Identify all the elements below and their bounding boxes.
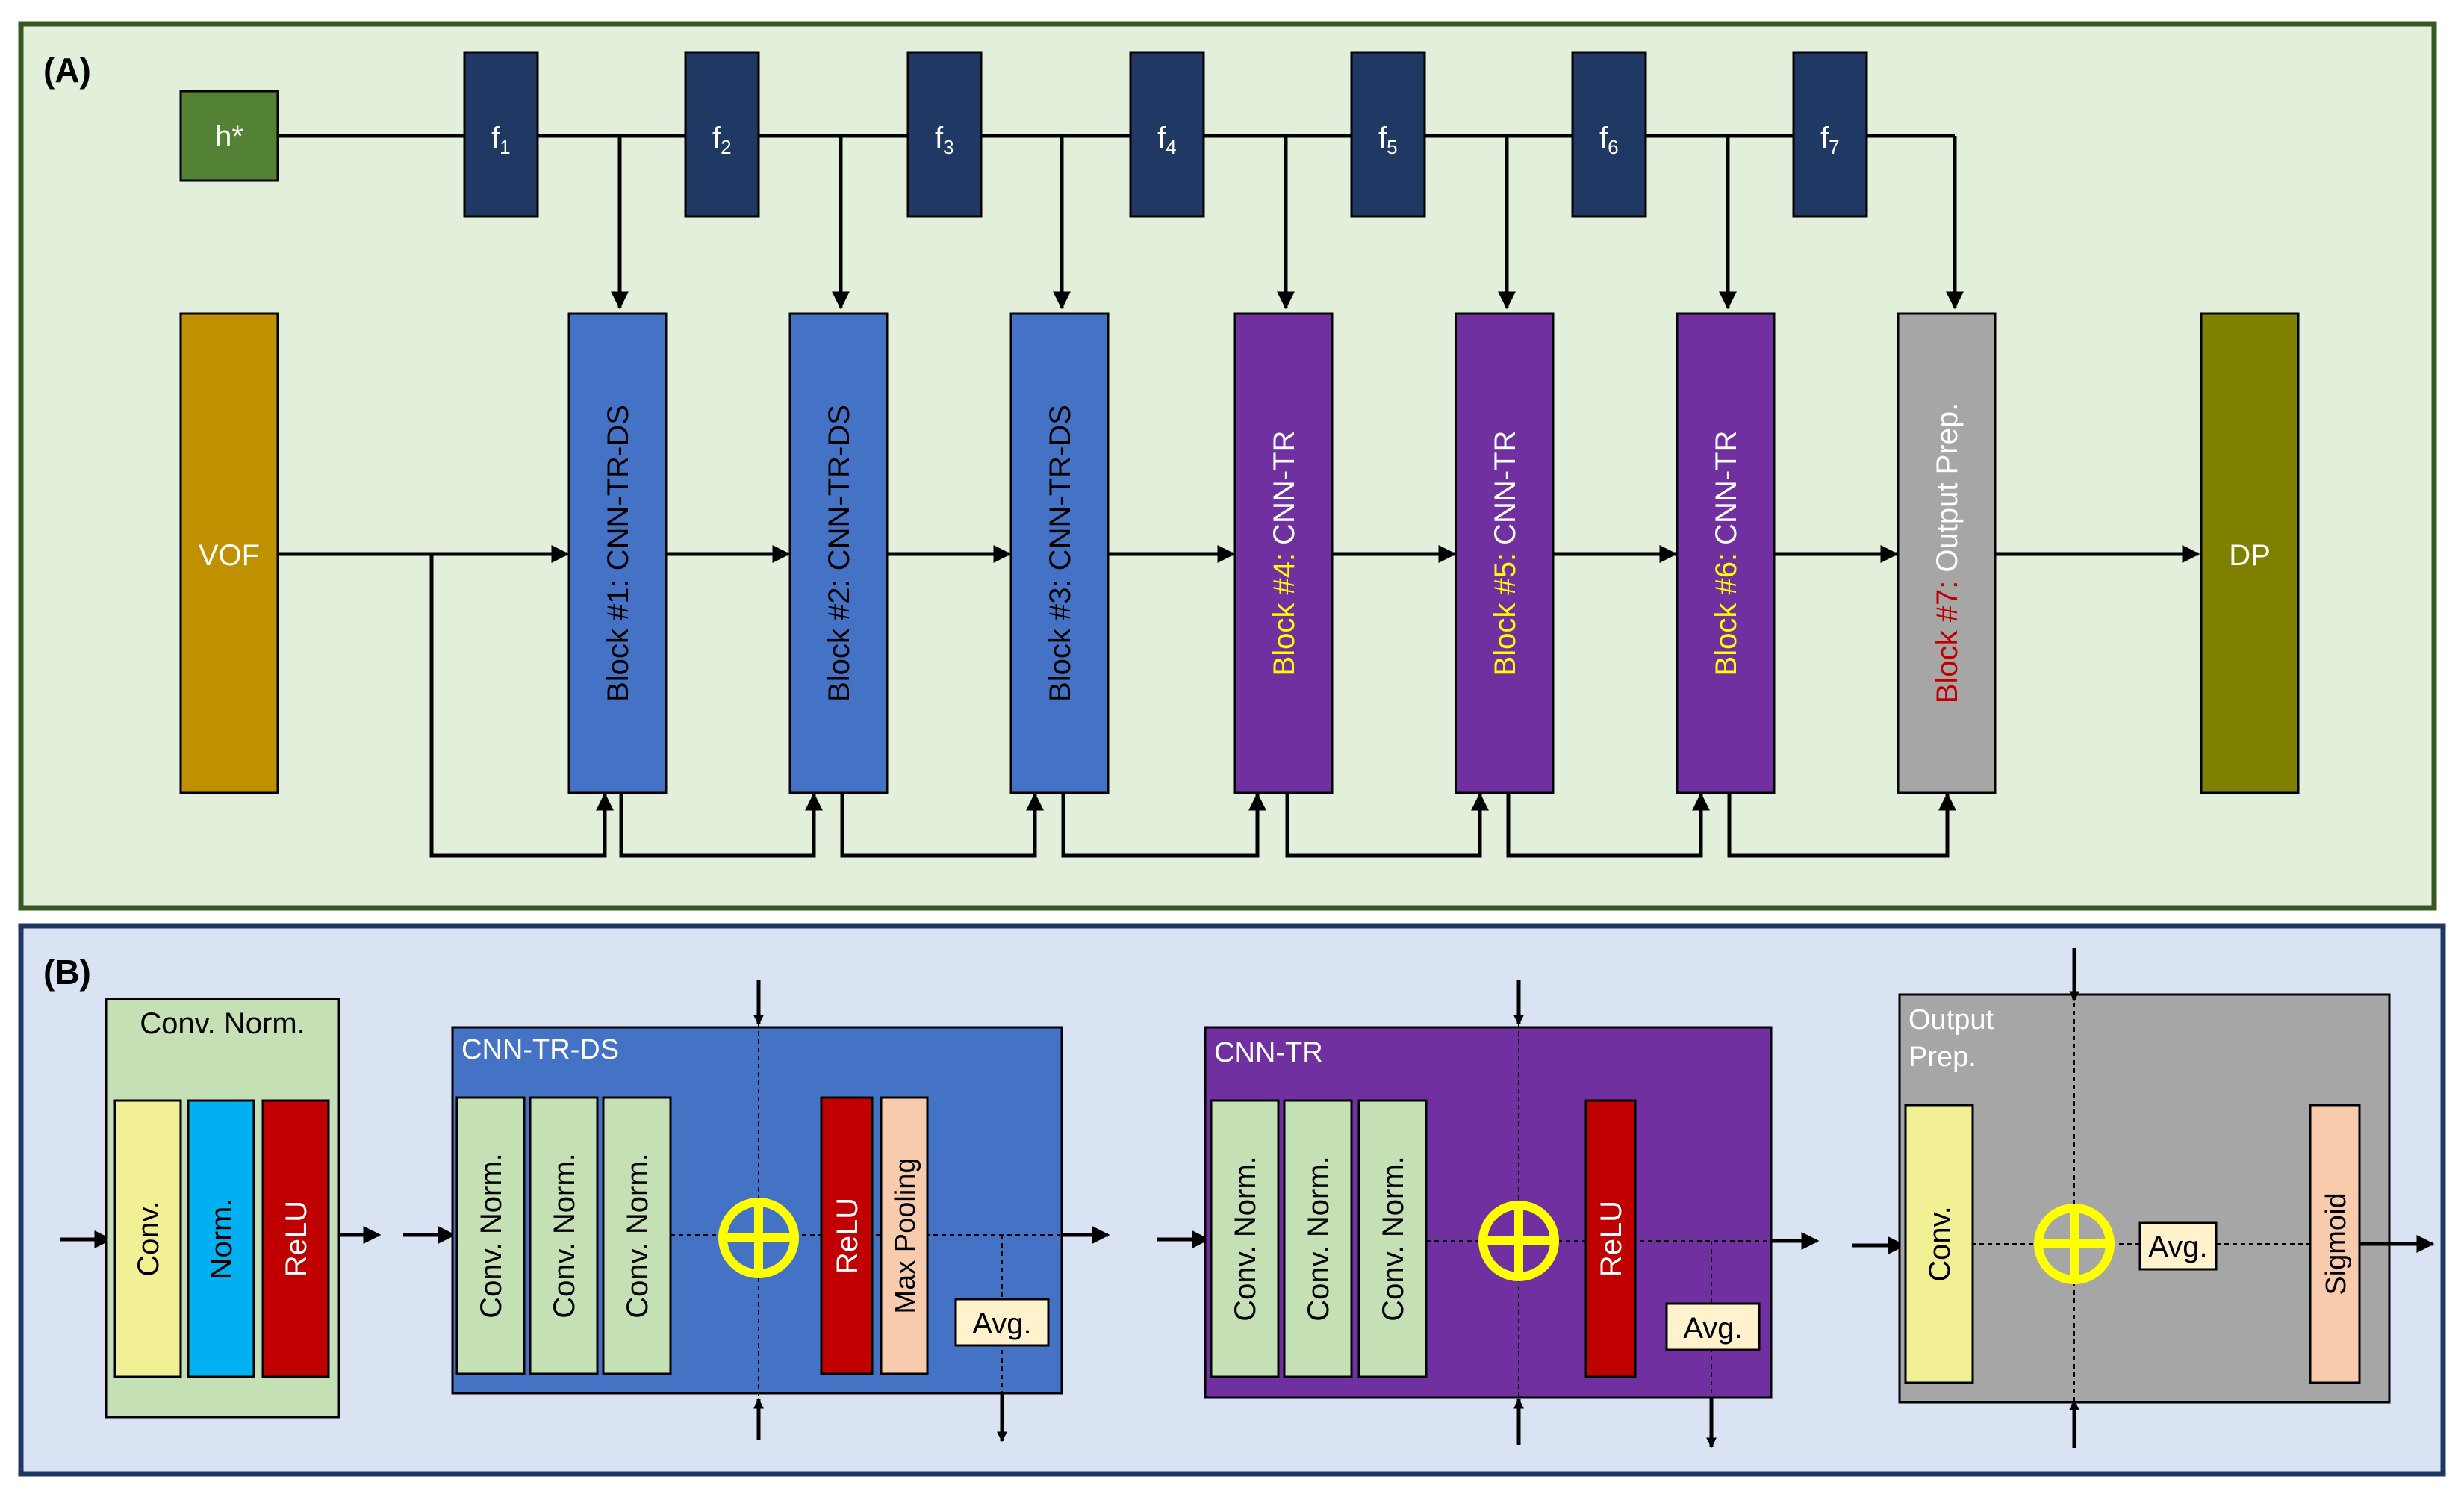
block-type: CNN-TR	[1710, 431, 1743, 553]
blocks: Block #1: CNN-TR-DS Block #2: CNN-TR-DS …	[567, 312, 1997, 794]
relu-label: ReLU	[280, 1201, 313, 1277]
svg-text:f5: f5	[1378, 122, 1398, 158]
f-box-3: f3	[906, 51, 983, 218]
svg-text:f4: f4	[1157, 122, 1177, 158]
avg-label: Avg.	[1683, 1312, 1742, 1345]
f-subscript: 2	[721, 136, 731, 158]
block-number: Block #6:	[1710, 553, 1743, 676]
f-label: f	[712, 122, 721, 155]
relu-label: ReLU	[831, 1198, 864, 1274]
f-label: f	[491, 122, 500, 155]
block-number: Block #5:	[1489, 553, 1522, 676]
block-type: CNN-TR	[1489, 431, 1522, 553]
block-number: Block #4:	[1268, 553, 1301, 676]
block-type: Output Prep.	[1931, 403, 1964, 581]
h-star-box	[179, 90, 279, 182]
svg-text:f3: f3	[935, 122, 954, 158]
svg-text:Block #3: CNN-TR-DS: Block #3: CNN-TR-DS	[1044, 405, 1077, 702]
conv-norm-label: Conv. Norm.	[1229, 1156, 1262, 1322]
feature-connectors	[276, 134, 1964, 310]
cnn-tr-ds-title: CNN-TR-DS	[461, 1034, 619, 1065]
f-subscript: 1	[500, 136, 510, 158]
svg-text:f6: f6	[1599, 122, 1619, 158]
f-label: f	[1378, 122, 1387, 155]
panel-a	[18, 21, 2437, 911]
block-number: Block #3:	[1044, 579, 1077, 702]
svg-text:f1: f1	[491, 122, 511, 158]
svg-text:f2: f2	[712, 122, 732, 158]
sum-icon	[1478, 1201, 1559, 1281]
block-number: Block #7:	[1931, 581, 1964, 704]
cnn-tr-ds-unit: CNN-TR-DS Conv. Norm. Conv. Norm. Conv. …	[403, 980, 1110, 1442]
block-5: Block #5: CNN-TR	[1455, 312, 1555, 794]
relu-label: ReLU	[1595, 1201, 1628, 1277]
cnn-tr-title: CNN-TR	[1214, 1037, 1323, 1068]
block-type: CNN-TR-DS	[602, 405, 635, 579]
conv-label: Conv.	[1923, 1206, 1956, 1282]
f-subscript: 5	[1387, 136, 1397, 158]
block-2: Block #2: CNN-TR-DS	[788, 312, 889, 794]
f-label: f	[1599, 122, 1608, 155]
f-label: f	[1157, 122, 1166, 155]
f-box-6: f6	[1571, 51, 1647, 218]
norm-label: Norm.	[205, 1198, 238, 1280]
svg-text:Block #2: CNN-TR-DS: Block #2: CNN-TR-DS	[823, 405, 856, 702]
f-subscript: 6	[1608, 136, 1618, 158]
conv-norm-label: Conv. Norm.	[1302, 1156, 1335, 1322]
max-pooling-label: Max Pooling	[890, 1157, 921, 1313]
cnn-tr-unit: CNN-TR Conv. Norm. Conv. Norm. Conv. Nor…	[1157, 980, 1820, 1448]
f-box-7: f7	[1792, 51, 1868, 218]
block-type: CNN-TR-DS	[1044, 405, 1077, 579]
f-subscript: 4	[1166, 136, 1176, 158]
f-subscript: 3	[943, 136, 953, 158]
block-type: CNN-TR-DS	[823, 405, 856, 579]
svg-text:Block #7: Output Prep.: Block #7: Output Prep.	[1931, 403, 1964, 703]
f-subscript: 7	[1829, 136, 1839, 158]
conv-norm-label: Conv. Norm.	[1377, 1156, 1410, 1322]
block-1: Block #1: CNN-TR-DS	[567, 312, 668, 794]
output-prep-unit: Output Prep. Conv. Avg. Sigmoid	[1852, 948, 2435, 1448]
conv-label: Conv.	[132, 1201, 165, 1277]
dp-label: DP	[2229, 539, 2271, 572]
conv-norm-title: Conv. Norm.	[140, 1007, 305, 1040]
conv-norm-unit: Conv. Norm. Conv. Norm. ReLU	[60, 998, 382, 1419]
block-4: Block #4: CNN-TR	[1233, 312, 1334, 794]
feature-boxes: f1 f2 f3 f4 f5 f6 f7	[463, 51, 1868, 218]
f-box-2: f2	[684, 51, 760, 218]
vof-input-box	[179, 312, 279, 794]
svg-text:Block #6: CNN-TR: Block #6: CNN-TR	[1710, 431, 1743, 676]
panel-a-label: (A)	[43, 51, 91, 90]
block-7: Block #7: Output Prep.	[1897, 312, 1997, 794]
svg-text:Block #1: CNN-TR-DS: Block #1: CNN-TR-DS	[602, 405, 635, 702]
f-box-5: f5	[1350, 51, 1426, 218]
f-label: f	[935, 122, 944, 155]
avg-label: Avg.	[972, 1307, 1031, 1340]
block-type: CNN-TR	[1268, 431, 1301, 553]
h-star-label: h*	[215, 120, 243, 153]
sum-icon	[2034, 1204, 2115, 1284]
block-number: Block #1:	[602, 579, 635, 702]
output-prep-title-line-1: Output	[1908, 1004, 1994, 1036]
svg-text:f7: f7	[1820, 122, 1840, 158]
skip-connectors	[429, 554, 1956, 858]
conv-norm-label: Conv. Norm.	[621, 1153, 654, 1319]
f-label: f	[1820, 122, 1829, 155]
f-box-1: f1	[463, 51, 539, 218]
conv-norm-label: Conv. Norm.	[548, 1153, 581, 1319]
conv-norm-label: Conv. Norm.	[475, 1153, 508, 1319]
sum-icon	[718, 1198, 799, 1278]
vof-label: VOF	[199, 539, 260, 572]
avg-label: Avg.	[2148, 1230, 2207, 1263]
f-box-4: f4	[1129, 51, 1205, 218]
panel-b-label: (B)	[43, 953, 91, 992]
sigmoid-label: Sigmoid	[2321, 1192, 2352, 1295]
block-3: Block #3: CNN-TR-DS	[1009, 312, 1110, 794]
block-number: Block #2:	[823, 579, 856, 702]
dp-output-box	[2200, 312, 2300, 794]
output-prep-title-line-2: Prep.	[1908, 1042, 1976, 1073]
svg-text:Block #4: CNN-TR: Block #4: CNN-TR	[1268, 431, 1301, 676]
block-6: Block #6: CNN-TR	[1676, 312, 1776, 794]
svg-text:Block #5: CNN-TR: Block #5: CNN-TR	[1489, 431, 1522, 676]
